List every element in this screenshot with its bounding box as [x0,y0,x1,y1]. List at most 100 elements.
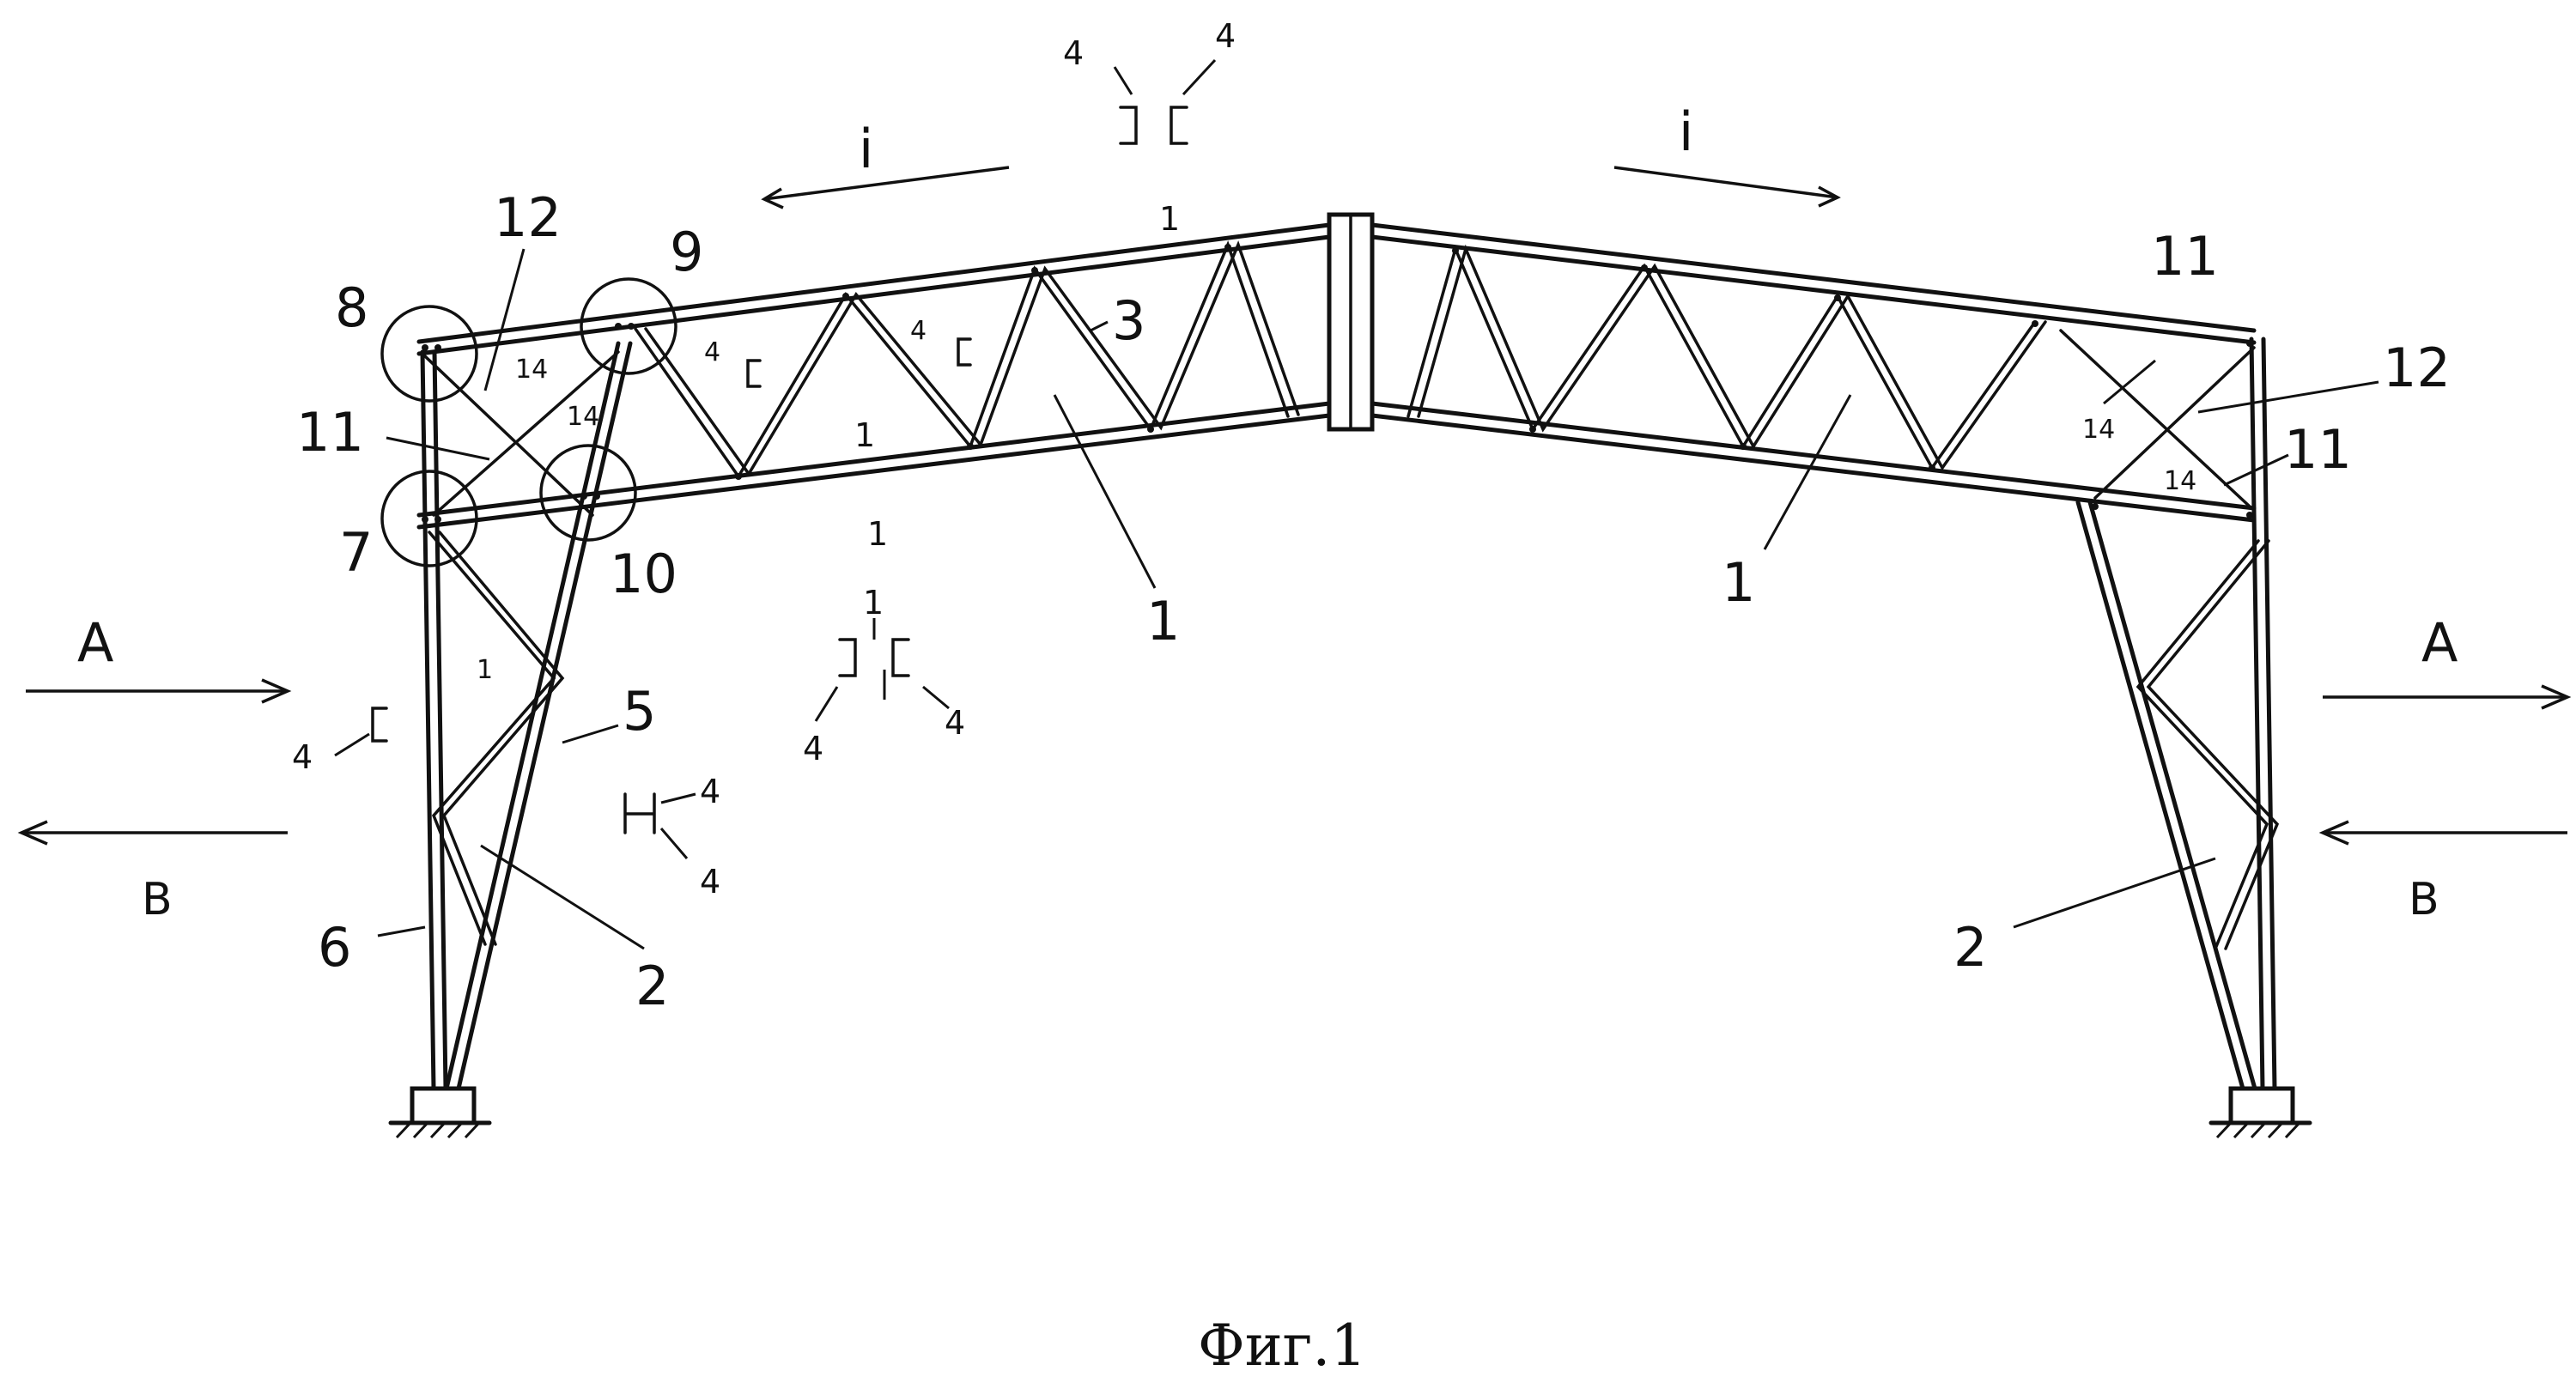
right-column-lattice [2136,539,2269,950]
profile-label-1-col: 1 [477,655,493,685]
left-truss-web-inner [644,240,1300,477]
callout-1-below-chord: 1 [867,515,888,553]
node-circle-9 [580,277,677,375]
callout-2-right-column: 2 [1953,916,1987,979]
right-slope-label: i [1679,100,1693,163]
callout-11-right-bottom: 11 [2284,418,2352,481]
callout-5-column-chord: 5 [623,680,656,743]
channel-right-mid [891,638,910,677]
left-outer-column-chord-inner [432,349,448,1091]
callout-11-left: 11 [296,401,364,464]
right-column-lattice-inner [2146,539,2280,950]
web-profile-symbols: 4 4 [704,316,972,388]
left-slope-arrowhead [761,187,784,209]
channel-right-top [1170,106,1188,145]
right-knee-brace-12 [2093,346,2256,500]
callout-1-left-girder: 1 [1146,590,1180,652]
callout-6-column-chord: 6 [318,916,351,979]
figure-caption: Фиг.1 [1198,1313,1366,1379]
right-arrow-a-head [2541,684,2572,710]
right-roof-truss [1370,222,2257,523]
right-outer-column-chord-inner [2261,337,2277,1091]
profile-label-4-top-right: 4 [1215,17,1236,55]
left-arrow-a-head [261,678,292,704]
profile-label-1-mid: 1 [863,584,884,622]
callout-12-right: 12 [2383,337,2451,399]
callout-14-right-a: 14 [2082,415,2115,445]
column-h-profile [623,792,656,834]
left-outer-column-chord [420,349,436,1091]
channel-left-mid [838,638,857,677]
bolt-dots [422,244,2253,523]
ridge-joint [1327,212,1375,432]
top-profile-symbol: 4 4 [1063,17,1236,145]
callout-12-left: 12 [494,186,562,249]
left-inner-column-chord-inner [456,341,633,1091]
right-inner-column-chord-inner [2087,500,2257,1091]
right-arrow-a-label: A [2421,611,2458,674]
right-bottom-chord-inner [1370,413,2257,523]
callout-10-node: 10 [610,543,677,605]
channel-left-top [1119,106,1138,145]
right-top-chord [1370,222,2257,333]
left-slope-arrow [763,166,1010,201]
right-outer-column-chord [2249,337,2265,1091]
callout-11-right-top: 11 [2151,225,2219,288]
right-arrow-b-head [2318,820,2349,846]
callout-3-web: 3 [1112,289,1145,352]
right-slope-indicator: i [1613,100,1841,208]
callout-14-left-a: 14 [515,355,548,385]
left-foundation-hatch [395,1121,481,1139]
callout-1-bottom-chord: 1 [854,416,875,454]
right-bottom-chord [1370,401,2257,511]
callout-9-node: 9 [670,221,703,283]
left-arrow-a-label: A [77,611,113,674]
callout-1-ridge: 1 [1159,200,1180,238]
callout-1-right-girder: 1 [1722,551,1755,614]
left-slope-label: i [859,118,873,180]
right-truss-web-inner [1417,244,2047,471]
callout-8-node: 8 [335,276,368,339]
node-circle-8 [380,305,478,403]
right-column [2059,329,2312,1139]
right-view-arrows: A B [2318,611,2572,925]
right-slope-arrow [1613,166,1838,199]
column-profile-symbols: 4 4 4 1 [292,655,720,901]
left-column-lattice [428,531,556,946]
left-top-chord-inner [416,234,1332,356]
left-column-lattice-inner [438,531,565,946]
left-base-plate [410,1086,477,1125]
left-bottom-chord-inner [416,413,1332,530]
profile-label-4-web-b: 4 [910,316,927,346]
right-arrow-b-label: B [2409,874,2439,925]
web-channel-a [746,359,762,388]
callout-14-right-b: 14 [2164,466,2196,496]
profile-label-4-top-left: 4 [1063,34,1084,72]
callout-7-node: 7 [339,521,373,584]
left-arrow-b-label: B [142,874,173,925]
mid-profile-symbol: 1 4 4 [803,584,965,767]
left-truss-web [634,240,1290,480]
node-circle-10 [539,444,637,542]
profile-label-4-mid-right: 4 [945,704,965,742]
profile-label-4-column-h-top: 4 [700,773,720,810]
left-knee-brace-12 [423,355,594,517]
callouts: 1 1 1 1 1 2 2 3 5 6 7 8 9 10 11 11 11 12 [296,186,2451,1017]
callout-14-left-b: 14 [567,402,599,432]
profile-label-4-column-h-bottom: 4 [700,863,720,901]
left-top-chord [416,222,1332,344]
left-slope-indicator: i [761,118,1010,209]
left-arrow-b-head [17,820,48,846]
node-circle-7 [380,470,478,567]
right-slope-arrowhead [1818,185,1841,208]
right-top-chord-inner [1370,234,2257,345]
profile-label-4-mid-left: 4 [803,730,823,767]
callout-2-left-column: 2 [635,955,669,1017]
profile-label-4-column-left: 4 [292,738,313,776]
right-truss-web [1406,244,2037,471]
column-channel-left [371,707,388,743]
right-inner-column-chord [2075,500,2245,1091]
right-knee-brace-11 [2059,329,2251,508]
right-foundation-hatch [2215,1121,2301,1139]
